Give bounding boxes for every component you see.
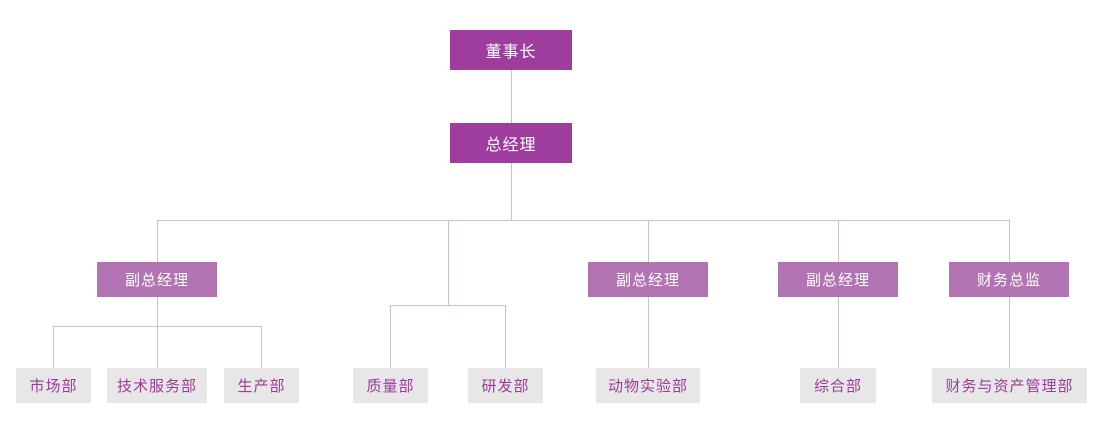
org-node-deputy-gm-3: 副总经理 (778, 262, 898, 297)
org-node-marketing-dept: 市场部 (16, 368, 91, 403)
org-node-general-manager: 总经理 (450, 123, 572, 163)
org-node-finance-director: 财务总监 (949, 262, 1069, 297)
org-node-production-dept: 生产部 (224, 368, 299, 403)
org-node-deputy-gm-2: 副总经理 (588, 262, 708, 297)
org-node-rd-dept: 研发部 (468, 368, 543, 403)
org-node-deputy-gm-1: 副总经理 (97, 262, 217, 297)
org-node-chairman: 董事长 (450, 30, 572, 70)
org-node-finance-asset-dept: 财务与资产管理部 (932, 368, 1087, 403)
org-node-quality-dept: 质量部 (353, 368, 428, 403)
org-node-animal-lab-dept: 动物实验部 (596, 368, 700, 403)
org-node-general-affairs-dept: 综合部 (800, 368, 876, 403)
org-node-tech-service-dept: 技术服务部 (107, 368, 207, 403)
